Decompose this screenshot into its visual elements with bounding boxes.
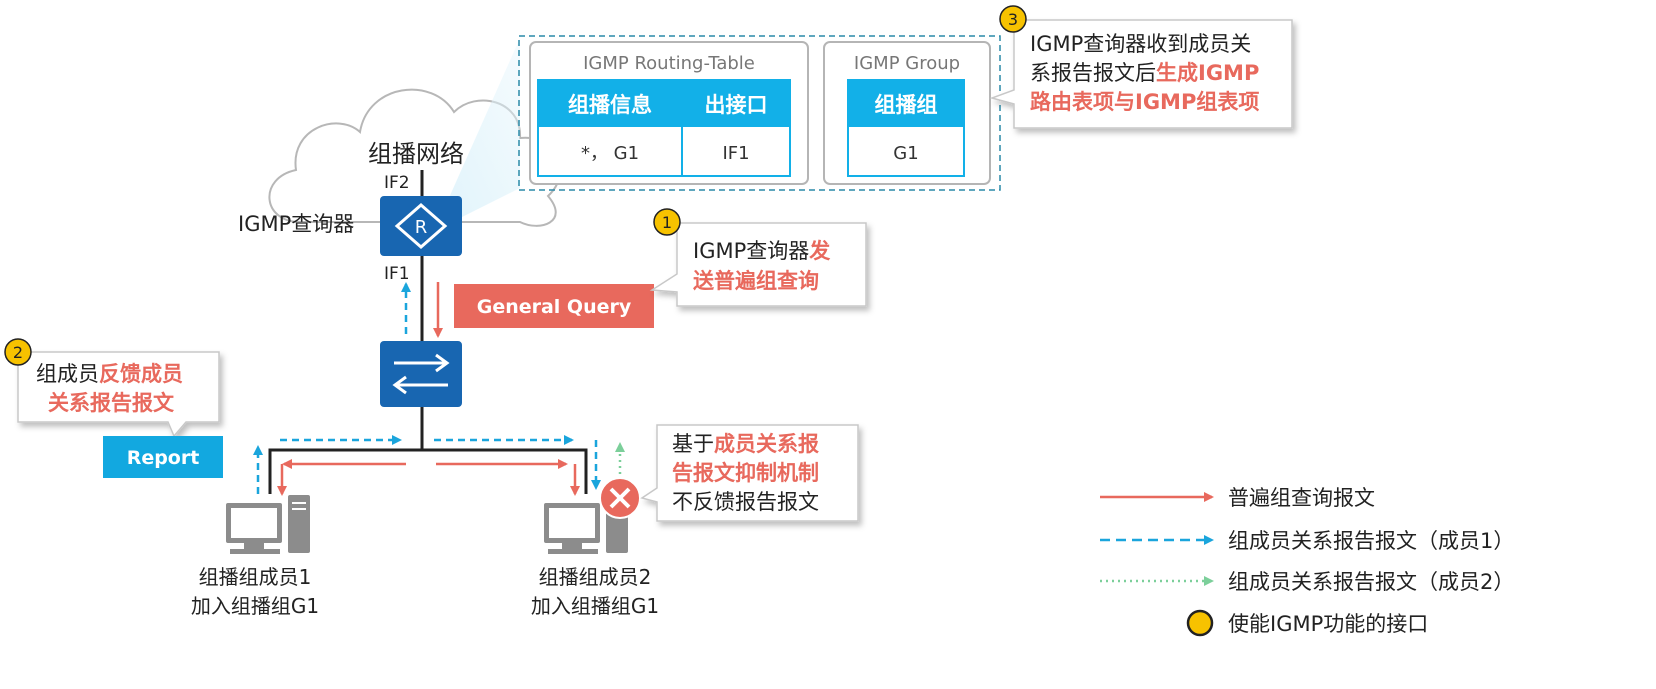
legend-label-igmp-interface: 使能IGMP功能的接口 [1228,612,1428,636]
legend: 普遍组查询报文 组成员关系报告报文（成员1） 组成员关系报告报文（成员2） 使能… [1100,486,1514,637]
step1-line2: 送普遍组查询 [693,269,819,293]
router-icon-letter: R [415,217,428,238]
if1-label: IF1 [384,264,410,284]
group-header: 组播组 [875,93,938,117]
callout-step1 [649,222,867,307]
igmp-routing-table: IGMP Routing-Table 组播信息 出接口 *， G1 IF1 [529,41,809,185]
legend-label-report2: 组成员关系报告报文（成员2） [1228,570,1514,594]
suppress-line3: 不反馈报告报文 [672,490,819,514]
legend-label-report1: 组成员关系报告报文（成员1） [1228,529,1514,553]
group-table-title: IGMP Group [854,53,960,74]
suppressed-x-icon [599,477,641,519]
step2-line2: 关系报告报文 [48,391,175,415]
step3-badge: 3 [999,5,1027,33]
routing-header-group-info: 组播信息 [568,93,652,117]
routing-header-cell [538,80,682,127]
routing-header-cell [682,80,790,127]
cloud-label: 组播网络 [368,140,464,168]
callout-step2 [17,351,220,438]
legend-label-query: 普遍组查询报文 [1228,486,1375,510]
member2-line2: 加入组播组G1 [531,594,659,618]
suppress-line2: 告报文抑制机制 [672,461,819,485]
lan-bus [268,448,588,494]
step1-line1: IGMP查询器发 [693,239,831,263]
igmp-querier-router: R [380,196,462,256]
svg-text:3: 3 [1008,10,1018,29]
routing-cell-interface: IF1 [722,143,749,164]
member1-line1: 组播组成员1 [199,565,312,589]
step3-line2: 系报告报文后生成IGMP [1030,61,1259,85]
step2-line1: 组成员反馈成员 [36,362,183,386]
report-box [103,436,223,478]
general-query-box [454,284,654,328]
svg-text:2: 2 [13,343,23,362]
igmp-tables-frame [518,35,1001,191]
routing-table-title: IGMP Routing-Table [583,53,755,74]
group-cell: G1 [893,143,918,164]
if2-label: IF2 [384,173,410,193]
svg-text:1: 1 [662,213,672,232]
step1-badge: 1 [653,208,681,236]
callout-suppression [640,424,859,522]
member1-line2: 加入组播组G1 [191,594,319,618]
routing-header-out-interface: 出接口 [705,93,768,117]
querier-label: IGMP查询器 [238,212,354,236]
step2-badge: 2 [4,338,32,366]
general-query-label: General Query [477,296,632,318]
step3-line1: IGMP查询器收到成员关 [1030,32,1251,56]
member2-line1: 组播组成员2 [539,565,652,589]
step3-line3: 路由表项与IGMP组表项 [1030,90,1259,114]
igmp-group-table: IGMP Group 组播组 G1 [823,41,991,185]
report-label: Report [127,447,200,469]
legend-swatch-igmp-interface [1186,609,1214,637]
table-beam [440,38,520,218]
suppress-line1: 基于成员关系报 [672,432,819,456]
switch [380,341,462,407]
host-member1 [226,495,310,554]
callout-step3 [989,19,1293,129]
group-header-cell [848,80,964,127]
routing-cell-group: *， G1 [581,143,639,164]
